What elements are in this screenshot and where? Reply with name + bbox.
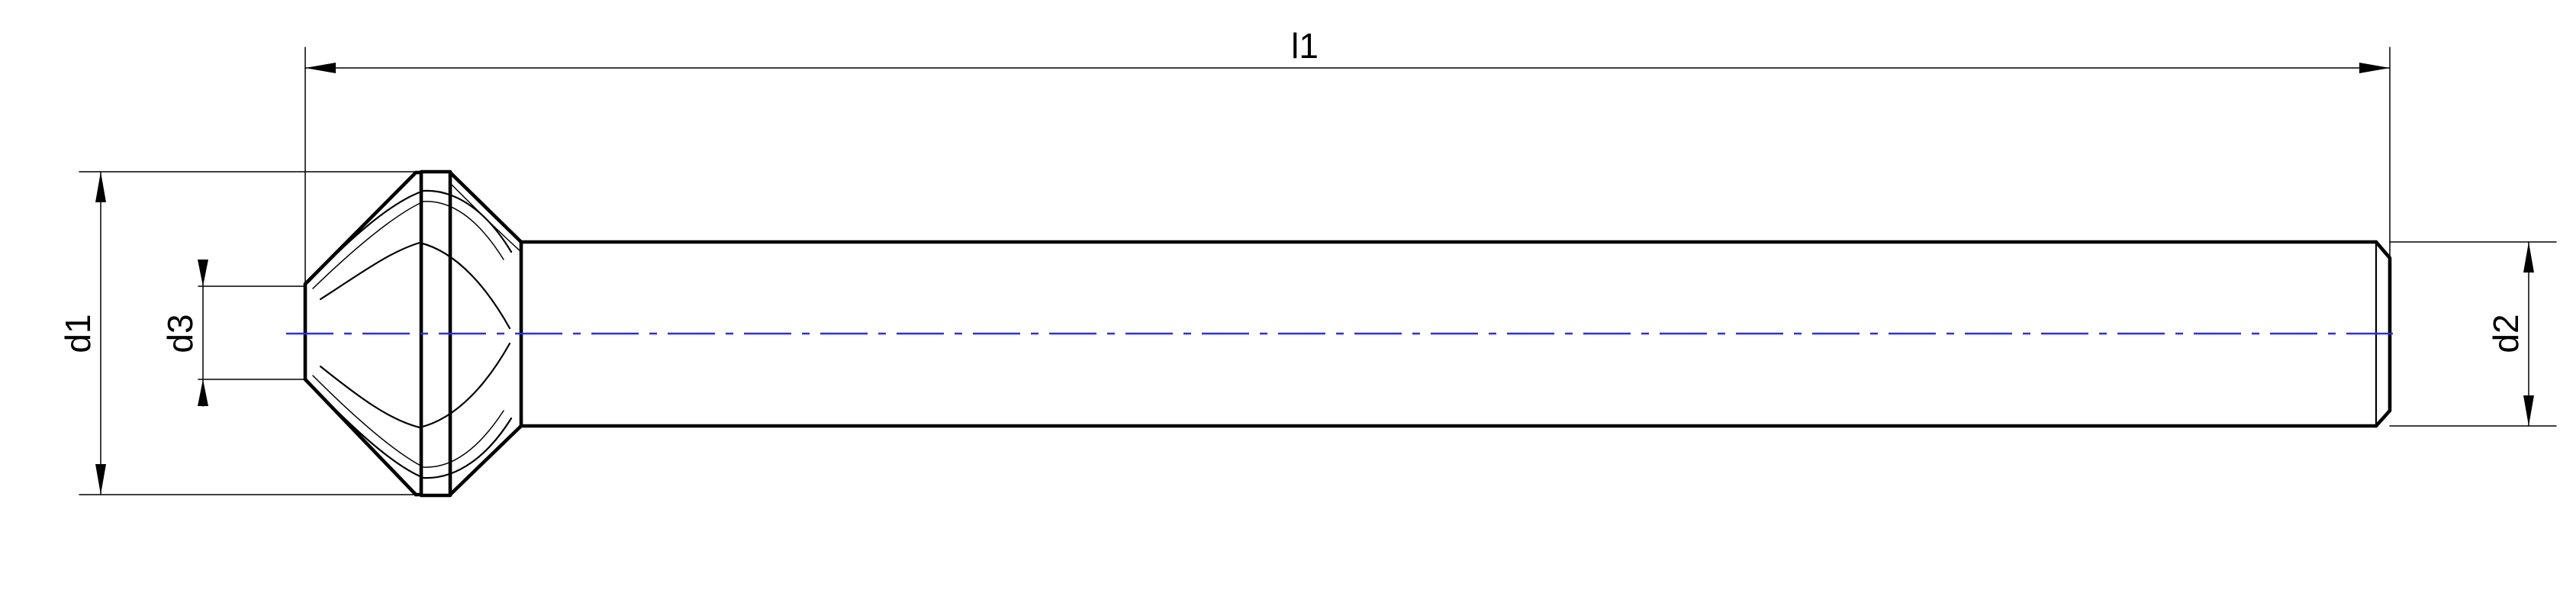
d1-label: d1 [58, 314, 98, 353]
d3-label: d3 [160, 314, 200, 353]
collar-inner-curve [449, 182, 522, 253]
dimension-l1: l1 [304, 26, 2391, 285]
cutting-edges [307, 182, 522, 479]
cutting-edge-upper-inner [312, 201, 504, 289]
cutting-edge-upper-flute [319, 241, 511, 330]
d3-arrow-top [198, 260, 208, 286]
d2-arrow-bottom [2523, 395, 2534, 426]
l1-label: l1 [1291, 26, 1319, 66]
l1-arrow-left [305, 63, 336, 73]
cutting-edge-lower-inner [312, 375, 504, 468]
dimension-d2: d2 [2389, 241, 2557, 427]
d2-arrow-top [2523, 242, 2534, 273]
neck-taper-bottom [448, 424, 523, 497]
neck-taper-top [448, 170, 523, 244]
d1-arrow-bottom [95, 464, 106, 495]
d1-arrow-top [95, 172, 106, 202]
dimension-d3: d3 [160, 260, 306, 407]
cutting-edge-lower-flute [319, 342, 511, 429]
d3-arrow-bottom [198, 379, 208, 406]
l1-arrow-right [2359, 63, 2390, 73]
dimension-d1: d1 [58, 171, 422, 495]
cutting-edge-lower-outer [307, 380, 513, 479]
d2-label: d2 [2486, 314, 2526, 353]
